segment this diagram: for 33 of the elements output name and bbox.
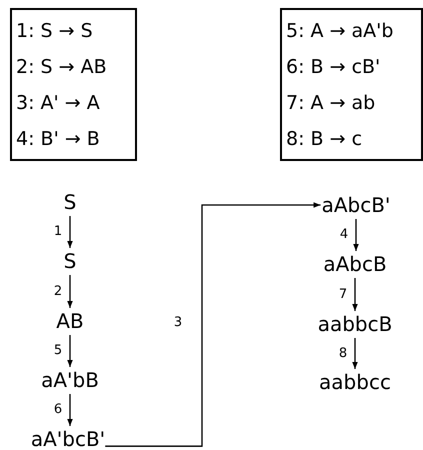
derivation-string: aabbcB (318, 312, 392, 336)
edge-label: 5 (54, 344, 62, 358)
production-rule: 1: S → S (16, 19, 94, 44)
production-rule: 8: B → c (286, 127, 364, 152)
derivation-string: aAbcB (323, 252, 387, 276)
edge-label: 4 (340, 228, 348, 242)
edge-label: 7 (338, 288, 348, 302)
production-rule: 4: B' → B (16, 127, 101, 152)
production-rule: 5: A → aA'b (286, 19, 394, 44)
arrow (353, 219, 359, 251)
derivation-string: aabbcc (319, 370, 391, 394)
production-rule: 3: A' → A (16, 91, 101, 116)
derivation-string: AB (56, 309, 84, 333)
production-rule: 2: S → AB (16, 55, 108, 80)
arrow (67, 216, 73, 248)
arrow (352, 278, 358, 311)
derivation-string: S (64, 190, 76, 214)
edge-label: 6 (54, 403, 62, 417)
edge-label: 3 (174, 316, 182, 330)
production-rule: 6: B → cB' (286, 55, 382, 80)
edge-label: 8 (338, 346, 348, 360)
arrow (67, 394, 73, 426)
production-rule: 7: A → ab (286, 91, 376, 116)
edge-label: 1 (54, 225, 62, 239)
derivation-string: aAbcB' (322, 193, 390, 217)
arrow (67, 275, 73, 308)
edge-label: 2 (54, 284, 62, 298)
arrow (352, 338, 358, 369)
derivation-string: aA'bB (41, 368, 99, 392)
derivation-string: aA'bcB' (30, 427, 106, 450)
arrow (67, 335, 73, 367)
arrow (105, 202, 321, 447)
derivation-string: S (64, 249, 76, 273)
